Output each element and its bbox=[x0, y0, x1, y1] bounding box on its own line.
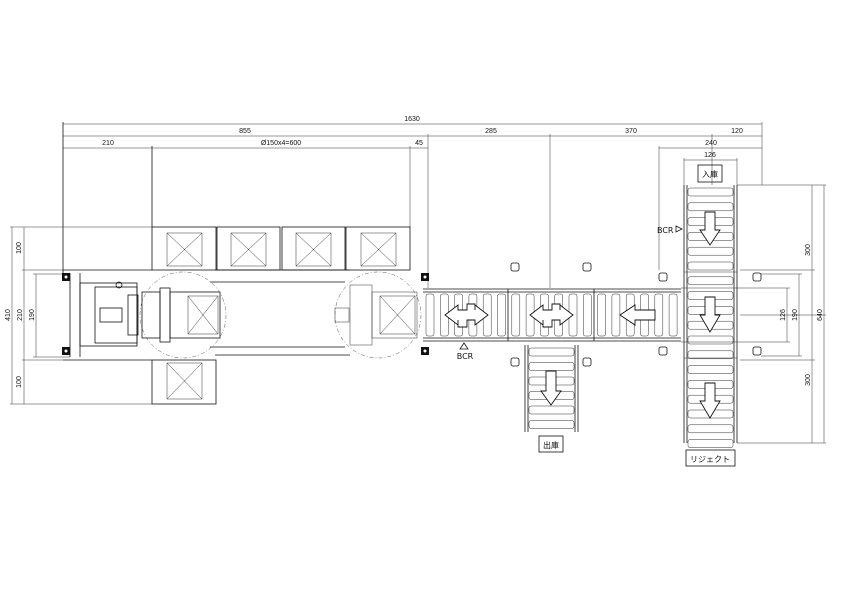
down-arrow-icon bbox=[699, 211, 721, 246]
bcr-triangle-icon bbox=[459, 342, 469, 350]
bidirectional-arrow-icon bbox=[444, 303, 489, 328]
outfeed-label: 出庫 bbox=[543, 440, 559, 450]
dim-infeed-width: 126 bbox=[704, 152, 716, 159]
roller bbox=[511, 293, 521, 337]
roller bbox=[654, 293, 664, 337]
dim-left-offset: 210 bbox=[102, 140, 114, 147]
dim-total-width: 1630 bbox=[404, 116, 420, 123]
roller bbox=[497, 293, 506, 337]
roller bbox=[687, 276, 734, 286]
anchor-bolts bbox=[62, 262, 762, 367]
dim-right-upper: 300 bbox=[805, 244, 812, 256]
outfeed-conveyor: 出庫 bbox=[524, 345, 579, 453]
dim-right-inner: 190 bbox=[792, 309, 799, 321]
right-dimensions: 300 126 190 640 300 bbox=[681, 184, 826, 444]
bcr-reader-bottom: BCR bbox=[457, 342, 474, 361]
roller bbox=[597, 293, 606, 337]
upper-storage-cells bbox=[151, 226, 411, 271]
dim-infeed-frame: 240 bbox=[705, 140, 717, 147]
dim-mid: 285 bbox=[485, 128, 497, 135]
left-dimensions: 100 410 210 190 100 bbox=[5, 226, 152, 405]
roller bbox=[687, 202, 734, 212]
dim-right-end: 120 bbox=[731, 128, 743, 135]
roller bbox=[687, 187, 734, 197]
dim-rollers: Ø150x4=600 bbox=[261, 140, 301, 147]
roller bbox=[528, 347, 575, 357]
roller bbox=[668, 293, 678, 337]
transfer-robot-right bbox=[334, 271, 422, 359]
bidirectional-arrow-icon bbox=[529, 303, 574, 328]
roller bbox=[687, 365, 734, 374]
dim-gap: 45 bbox=[415, 140, 423, 147]
roller bbox=[687, 350, 734, 360]
infeed-reject-conveyor: 入庫 リジェクト BCR bbox=[657, 164, 738, 467]
bolt-icon bbox=[62, 273, 70, 281]
dim-right-lower: 300 bbox=[805, 374, 812, 386]
dim-right-mid: 370 bbox=[625, 128, 637, 135]
top-dimensions: 1630 855 210 Ø150x4=600 45 285 370 120 2… bbox=[62, 116, 763, 288]
roller bbox=[687, 261, 734, 271]
roller bbox=[425, 293, 435, 337]
dim-right-inner-small: 126 bbox=[780, 309, 787, 321]
transfer-robot-left bbox=[79, 271, 227, 359]
transfer-band bbox=[63, 269, 350, 361]
reject-label: リジェクト bbox=[690, 455, 730, 464]
down-arrow-icon bbox=[699, 296, 721, 333]
roller bbox=[583, 293, 592, 337]
bolt-icon bbox=[421, 347, 429, 355]
main-roller-conveyor bbox=[423, 288, 681, 342]
bolt-icon bbox=[421, 273, 429, 281]
roller bbox=[528, 362, 575, 371]
infeed-label: 入庫 bbox=[702, 169, 718, 179]
dim-left-top: 100 bbox=[16, 242, 23, 254]
bcr-label-bottom: BCR bbox=[457, 352, 474, 361]
bcr-label-top: BCR bbox=[657, 226, 674, 235]
down-arrow-icon bbox=[540, 370, 562, 406]
down-arrow-icon bbox=[699, 382, 721, 419]
roller bbox=[611, 293, 621, 337]
dim-left-total: 410 bbox=[5, 309, 12, 321]
dim-left-bottom: 100 bbox=[16, 376, 23, 388]
roller bbox=[528, 420, 575, 429]
bolt-icon bbox=[62, 347, 70, 355]
roller bbox=[687, 335, 734, 345]
dim-left-inner: 190 bbox=[29, 309, 36, 321]
roller bbox=[687, 246, 734, 256]
lower-storage-cell bbox=[151, 359, 217, 405]
dim-right-total: 640 bbox=[817, 309, 824, 321]
dim-left-span: 855 bbox=[239, 128, 251, 135]
left-arrow-icon bbox=[619, 304, 656, 326]
bcr-triangle-icon bbox=[675, 225, 683, 233]
dim-left-band: 210 bbox=[17, 309, 24, 321]
roller bbox=[528, 405, 575, 415]
roller bbox=[687, 439, 734, 448]
roller bbox=[687, 424, 734, 434]
